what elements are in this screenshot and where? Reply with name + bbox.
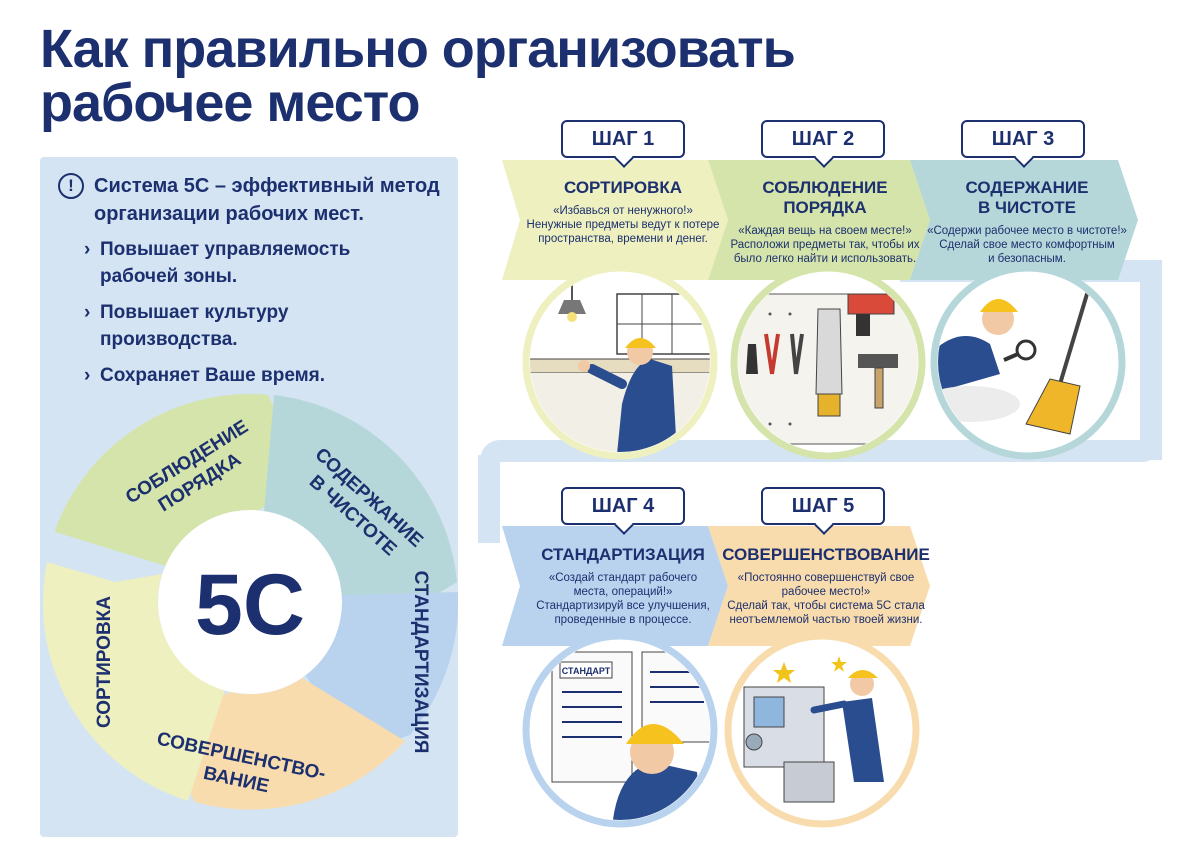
step-5-desc-1: Сделай так, чтобы система 5С стала bbox=[727, 600, 925, 612]
step-5-tag: ШАГ 5 bbox=[761, 487, 885, 525]
page-title: Как правильно организовать рабочее место bbox=[40, 19, 796, 133]
wheel-segment-sorting bbox=[42, 562, 225, 801]
benefit-text: Повышает культуру bbox=[100, 302, 289, 323]
step-5-quote-1: «Постоянно совершенствуй свое bbox=[737, 572, 915, 584]
step-2-heading-1: СОБЛЮДЕНИЕ bbox=[762, 178, 888, 197]
step-4-quote-2: места, операций!» bbox=[573, 586, 673, 598]
step-4-quote-1: «Создай стандарт рабочего bbox=[548, 572, 698, 584]
intro-headline: Система 5С – эффективный метод организац… bbox=[94, 172, 440, 228]
step-2-tag: ШАГ 2 bbox=[761, 120, 885, 158]
step-5-illustration bbox=[724, 632, 920, 828]
step-4-desc-1: Стандартизируй все улучшения, bbox=[536, 600, 710, 612]
connector-band-left bbox=[478, 455, 500, 543]
step-4-desc-2: проведенные в процессе. bbox=[554, 614, 692, 626]
step-4-illustration: СТАНДАРТ bbox=[522, 632, 718, 828]
wheel-label-sorting: СОРТИРОВКА bbox=[94, 596, 115, 728]
step-2-heading-2: ПОРЯДКА bbox=[783, 198, 867, 217]
step-5-desc-2: неотъемлемой частью твоей жизни. bbox=[729, 614, 923, 626]
wheel-segment-order bbox=[54, 394, 308, 566]
benefit-list: › Повышает управляемость рабочей зоны. › … bbox=[84, 236, 448, 389]
step-2-illustration bbox=[730, 264, 926, 460]
benefit-text: Сохраняет Ваше время. bbox=[100, 365, 326, 386]
step-3-text: СОДЕРЖАНИЕ В ЧИСТОТЕ «Содержи рабочее ме… bbox=[922, 178, 1132, 266]
benefit-text: Повышает управляемость bbox=[100, 239, 351, 260]
benefit-item: › Сохраняет Ваше время. bbox=[84, 362, 448, 389]
step-5-ribbon bbox=[708, 526, 930, 646]
step-4-tag: ШАГ 4 bbox=[561, 487, 685, 525]
title-line-1: Как правильно организовать bbox=[40, 19, 796, 79]
step-2-desc-2: было легко найти и использовать. bbox=[733, 253, 917, 265]
benefit-item: › Повышает культуру производства. bbox=[84, 299, 448, 353]
wheel-center bbox=[158, 510, 342, 694]
step-1-desc-1: Ненужные предметы ведут к потере bbox=[526, 219, 720, 231]
benefit-text: рабочей зоны. bbox=[100, 266, 238, 287]
step-2-text: СОБЛЮДЕНИЕ ПОРЯДКА «Каждая вещь на своем… bbox=[722, 178, 928, 266]
chevron-right-icon: › bbox=[84, 365, 91, 386]
step-4-text: СТАНДАРТИЗАЦИЯ «Создай стандарт рабочего… bbox=[518, 545, 728, 627]
step-3-desc-2: и безопасным. bbox=[988, 253, 1066, 265]
step-1-heading: СОРТИРОВКА bbox=[563, 178, 683, 197]
five-s-wheel: 5С СОБЛЮДЕНИЕ ПОРЯДКА СОДЕРЖАНИЕ В ЧИСТО… bbox=[42, 394, 458, 810]
step-3-ribbon bbox=[910, 160, 1138, 280]
title-line-2: рабочее место bbox=[40, 73, 420, 133]
connector-band-right bbox=[1140, 260, 1162, 460]
benefit-text: производства. bbox=[100, 329, 238, 350]
step-1-tag: ШАГ 1 bbox=[561, 120, 685, 158]
step-4-heading: СТАНДАРТИЗАЦИЯ bbox=[541, 545, 705, 564]
step-1-desc-2: пространства, времени и денег. bbox=[538, 233, 708, 245]
step-1-text: СОРТИРОВКА «Избавься от ненужного!» Нену… bbox=[520, 178, 726, 246]
step-5-heading: СОВЕРШЕНСТВОВАНИЕ bbox=[722, 545, 930, 564]
step-3-desc-1: Сделай свое место комфортным bbox=[939, 239, 1115, 251]
wheel-segment-cleanliness bbox=[264, 395, 457, 642]
exclamation-icon: ! bbox=[58, 173, 84, 199]
step-1-quote: «Избавься от ненужного!» bbox=[553, 205, 693, 217]
step-5-text: СОВЕРШЕНСТВОВАНИЕ «Постоянно совершенств… bbox=[720, 545, 932, 627]
intro-headline-line-1: Система 5С – эффективный метод bbox=[94, 175, 440, 197]
step-1-ribbon bbox=[502, 160, 728, 280]
step-3-heading-2: В ЧИСТОТЕ bbox=[978, 198, 1076, 217]
step-2-desc-1: Расположи предметы так, чтобы их bbox=[730, 239, 920, 251]
intro-block: ! Система 5С – эффективный метод организ… bbox=[58, 172, 448, 398]
step-3-tag: ШАГ 3 bbox=[961, 120, 1085, 158]
step-3-illustration bbox=[930, 264, 1126, 460]
chevron-right-icon: › bbox=[84, 239, 91, 260]
wheel-center-label: 5С bbox=[195, 557, 305, 653]
wheel-label-standardization: СТАНДАРТИЗАЦИЯ bbox=[410, 571, 431, 754]
step-3-heading-1: СОДЕРЖАНИЕ bbox=[965, 178, 1089, 197]
step-5-quote-2: рабочее место!» bbox=[781, 586, 871, 598]
intro-headline-line-2: организации рабочих мест. bbox=[94, 203, 364, 225]
step-4-ribbon bbox=[502, 526, 728, 646]
step-1-illustration bbox=[522, 264, 718, 460]
benefit-item: › Повышает управляемость рабочей зоны. bbox=[84, 236, 448, 290]
step-2-quote: «Каждая вещь на своем месте!» bbox=[738, 225, 912, 237]
chevron-right-icon: › bbox=[84, 302, 91, 323]
step-3-quote: «Содержи рабочее место в чистоте!» bbox=[927, 225, 1127, 237]
step-2-ribbon bbox=[708, 160, 930, 280]
standard-board-label: СТАНДАРТ bbox=[562, 666, 611, 676]
